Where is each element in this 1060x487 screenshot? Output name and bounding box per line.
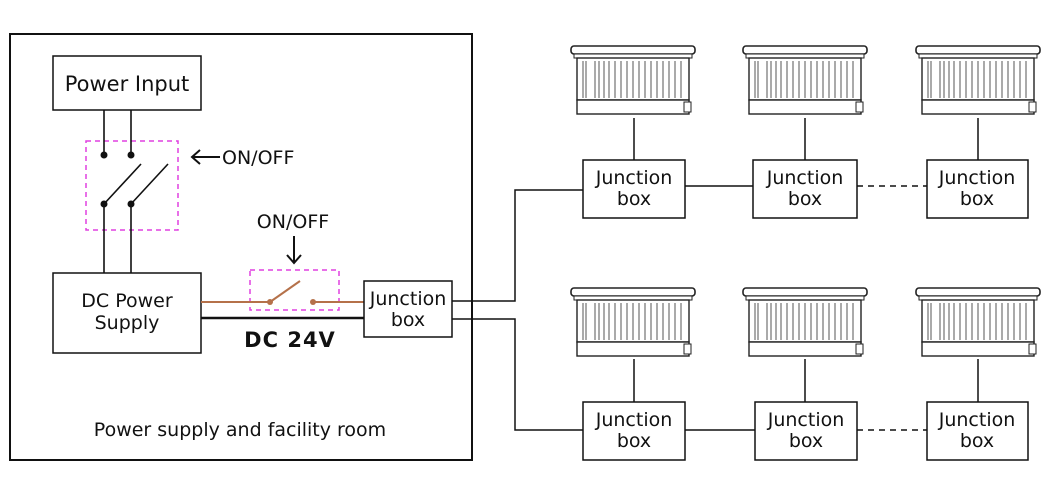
facility-room-frame	[9, 33, 473, 461]
junction-box-line2: box	[788, 188, 822, 210]
junction-box-line2: box	[960, 188, 994, 210]
junction-box-line1: Junction	[938, 409, 1016, 431]
dc-power-supply-line2: Supply	[95, 312, 160, 334]
junction-box-line1: Junction	[595, 409, 673, 431]
junction-box-line2: box	[789, 430, 823, 452]
main-switch-contacts	[100, 151, 135, 208]
junction-box	[582, 401, 686, 461]
light-fixture-icon	[742, 287, 868, 357]
facility-room-label: Power supply and facility room	[94, 419, 386, 441]
junction-box	[926, 401, 1029, 461]
junction-box-line2: box	[617, 188, 651, 210]
dc-switch-contacts	[267, 299, 316, 305]
main-junction-line2: box	[391, 309, 425, 331]
junction-box	[752, 159, 858, 219]
main-switch-wiring	[103, 110, 169, 273]
dc-power-supply-line1: DC Power	[81, 290, 173, 312]
dc-switch-outline	[249, 269, 340, 311]
continuation-dashes	[857, 185, 927, 431]
main-switch-arrow-icon	[190, 149, 220, 165]
power-input-box	[52, 55, 202, 111]
main-switch-label: ON/OFF	[222, 147, 294, 169]
dc-voltage-label: DC 24V	[244, 328, 336, 352]
dc-switch-label: ON/OFF	[257, 211, 329, 233]
light-fixture-icon	[570, 287, 696, 357]
dc-positive-wire	[201, 280, 364, 303]
light-fixture-icon	[742, 45, 868, 115]
junction-box	[582, 159, 686, 219]
junction-box-line2: box	[617, 430, 651, 452]
power-input-label: Power Input	[65, 72, 190, 96]
dc-switch-arrow-icon	[286, 236, 302, 265]
trunk-wires	[452, 118, 979, 431]
main-junction-box	[363, 280, 453, 338]
main-junction-line1: Junction	[369, 288, 447, 310]
light-fixture-icon	[915, 45, 1041, 115]
junction-box	[754, 401, 858, 461]
junction-box-line1: Junction	[767, 409, 845, 431]
junction-box-line1: Junction	[938, 167, 1016, 189]
light-fixture-icon	[570, 45, 696, 115]
dc-power-supply-box	[52, 272, 202, 354]
junction-box	[926, 159, 1029, 219]
light-fixture-icon	[915, 287, 1041, 357]
junction-box-line2: box	[960, 430, 994, 452]
junction-box-line1: Junction	[766, 167, 844, 189]
main-switch-outline	[85, 140, 179, 231]
junction-box-line1: Junction	[595, 167, 673, 189]
